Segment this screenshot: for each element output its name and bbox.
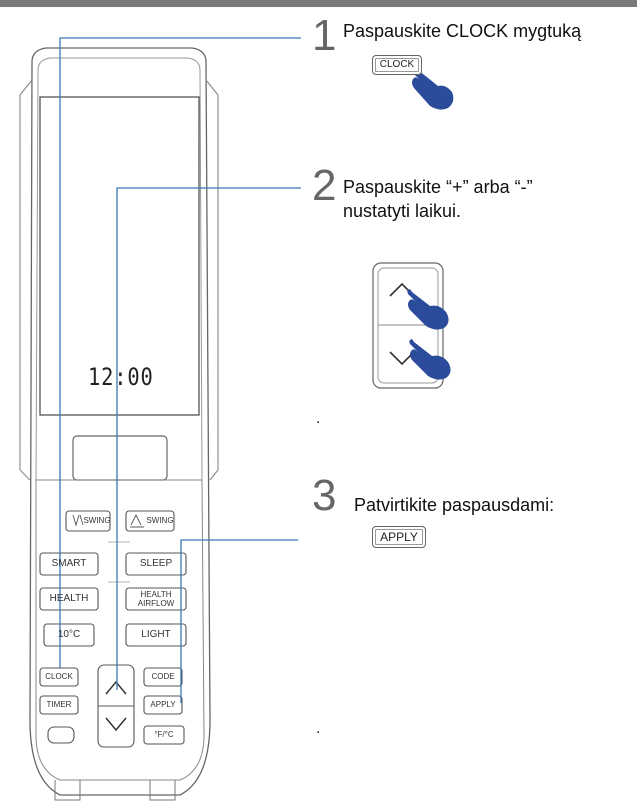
button-panel-outline	[35, 479, 205, 781]
dot-mark: .	[316, 720, 321, 737]
clock-button[interactable]: CLOCK	[45, 672, 73, 681]
remote-side-hinge	[19, 79, 219, 481]
smart-button[interactable]: SMART	[51, 558, 87, 569]
down-arrow-icon	[389, 351, 415, 366]
step-1-number: 1	[312, 11, 337, 60]
swing-horizontal-button[interactable]: SWING	[146, 516, 174, 525]
health-airflow-button[interactable]: HEALTH AIRFLOW	[137, 590, 175, 608]
code-button[interactable]: CODE	[151, 672, 175, 681]
timer-button[interactable]: TIMER	[46, 700, 72, 709]
step-1-text: Paspauskite CLOCK mygtuką	[343, 21, 582, 41]
dot-mark: .	[316, 410, 321, 427]
step-2-text-line2: nustatyti laikui.	[343, 201, 462, 221]
step-2-number: 2	[312, 161, 337, 210]
fahrenheit-celsius-button[interactable]: °F/°C	[154, 730, 174, 739]
button-shapes	[39, 510, 187, 748]
step-3-text: Patvirtikite paspausdami:	[354, 495, 555, 515]
leader-lines	[59, 37, 301, 703]
lcd-screen	[39, 96, 200, 416]
pointing-hand-icons	[407, 67, 454, 380]
step-2-text-line1: Paspauskite “+” arba “-”	[343, 177, 533, 197]
swing-vertical-button[interactable]: SWING	[83, 516, 111, 525]
apply-button[interactable]: APPLY	[150, 700, 176, 709]
lcd-time-display: 12:00	[88, 363, 154, 391]
step-3-apply-key: APPLY	[372, 526, 426, 548]
top-rule	[0, 0, 637, 7]
light-button[interactable]: LIGHT	[141, 629, 171, 640]
ten-degree-button[interactable]: 10°C	[57, 629, 81, 640]
receiver-window	[72, 435, 168, 481]
health-button[interactable]: HEALTH	[49, 593, 89, 604]
step-1-clock-key: CLOCK	[372, 55, 422, 75]
sleep-button[interactable]: SLEEP	[139, 558, 173, 569]
rocker-down-chevron	[105, 717, 127, 732]
rocker-up-chevron	[105, 680, 127, 695]
remote-cover-outline	[35, 57, 203, 481]
step-3-number: 3	[312, 471, 337, 520]
